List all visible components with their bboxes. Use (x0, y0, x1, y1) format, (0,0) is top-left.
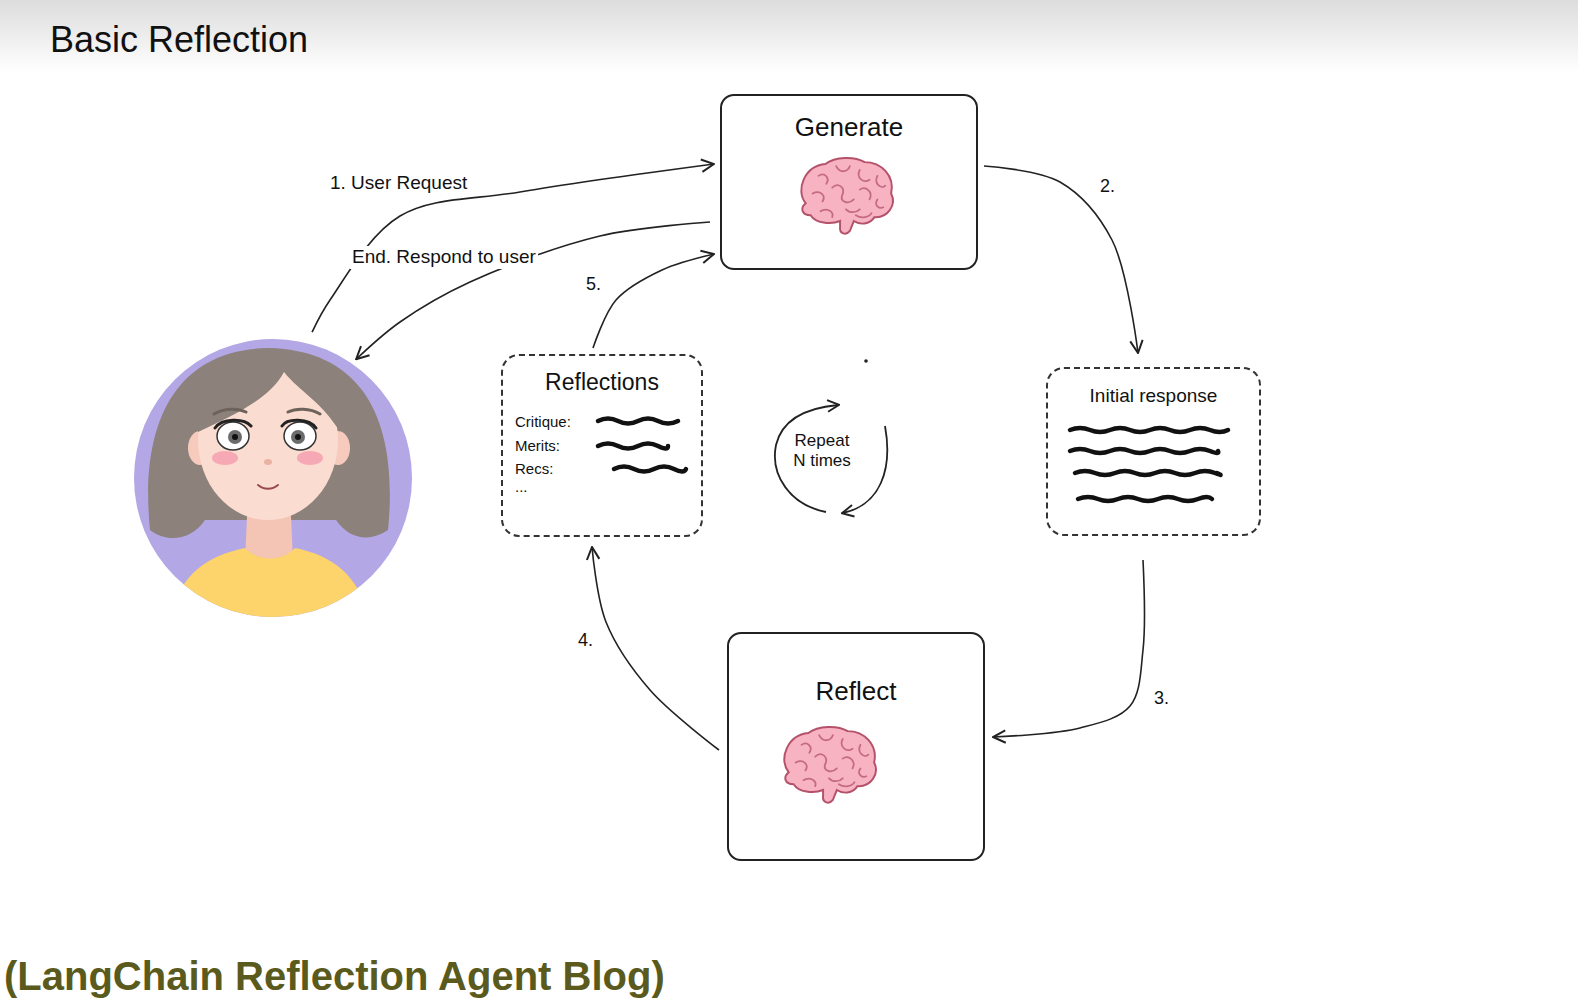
node-title: Initial response (1090, 385, 1218, 408)
flow-arrow (593, 254, 714, 348)
note-line: Critique: (515, 413, 571, 431)
brain-icon (801, 158, 893, 234)
step-label: 4. (576, 630, 595, 652)
process-box: Reflect (727, 632, 985, 861)
flow-arrow (592, 547, 719, 750)
flow-arrow (984, 166, 1138, 353)
text-scribble (598, 419, 1228, 502)
note-line: ... (515, 478, 528, 496)
note-line: Recs: (515, 460, 553, 478)
flow-arrow (312, 164, 714, 332)
flow-arrow (993, 560, 1144, 737)
loop-label: Repeat N times (790, 431, 854, 472)
diagram-title: Basic Reflection (50, 18, 308, 61)
step-label: 5. (584, 274, 603, 296)
step-label: End. Respond to user (350, 246, 538, 269)
user-avatar-figure (134, 339, 412, 625)
reflection-notes: ReflectionsCritique: Merits: Recs:... (501, 354, 703, 537)
top-band (0, 0, 1578, 72)
process-box: Generate (720, 94, 978, 270)
user-avatar (134, 339, 412, 617)
flow-arrow (356, 222, 710, 359)
dot (864, 359, 868, 363)
brain-icon (784, 727, 876, 803)
node-title: Reflect (816, 676, 897, 707)
node-title: Reflections (545, 369, 659, 397)
step-label: 2. (1098, 176, 1117, 198)
step-label: 3. (1152, 688, 1171, 710)
source-caption: (LangChain Reflection Agent Blog) (4, 954, 665, 998)
note-line: Merits: (515, 437, 560, 455)
response-draft: Initial response (1046, 367, 1261, 536)
step-label: 1. User Request (328, 172, 469, 195)
repeat-loop-arrows (775, 405, 887, 513)
node-title: Generate (795, 112, 903, 143)
